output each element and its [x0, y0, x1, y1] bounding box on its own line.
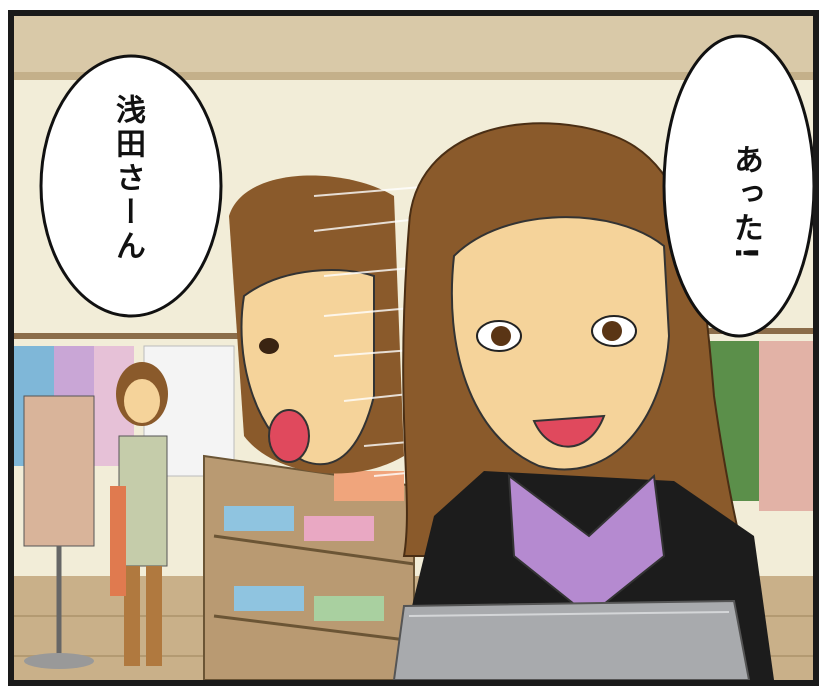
background-shopper — [110, 362, 168, 666]
speech-bubble-left — [39, 54, 223, 318]
mannequin — [23, 395, 95, 669]
display-shelf — [203, 454, 415, 680]
comic-panel: 浅田さーん あった! — [8, 10, 819, 686]
scene-illustration — [14, 16, 813, 680]
speech-text-right: あった! — [728, 144, 763, 264]
speech-text-left: 浅田さーん — [110, 94, 145, 264]
speech-bubble-right — [662, 34, 813, 338]
turning-head-motion — [229, 175, 485, 477]
laptop — [392, 599, 751, 680]
